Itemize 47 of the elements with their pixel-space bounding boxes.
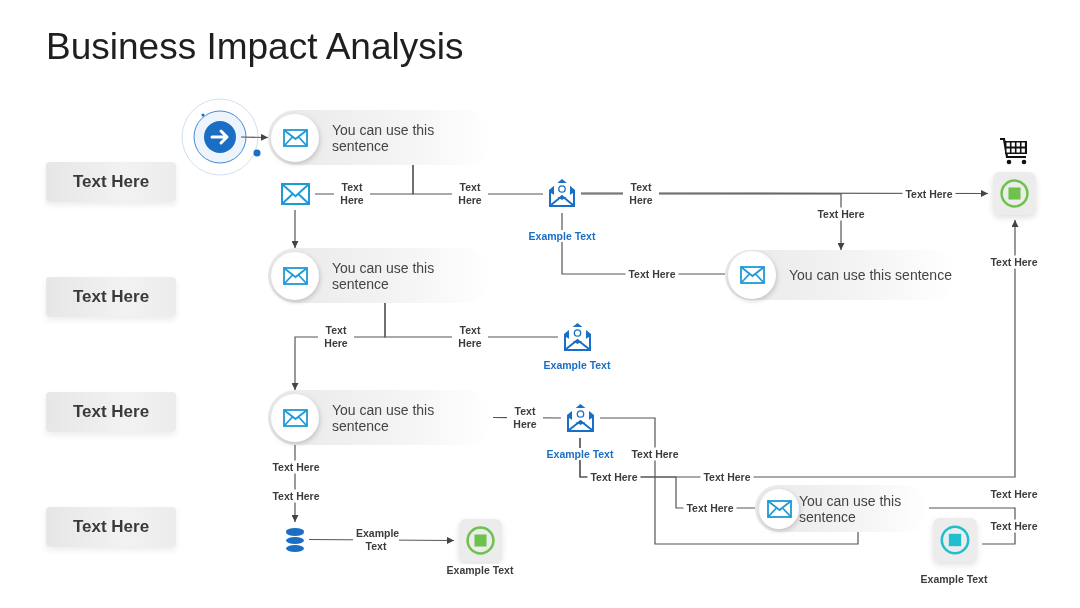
line-label: Text Here — [623, 181, 659, 207]
line-label: Text Here — [269, 460, 323, 474]
icon-caption: Example Text — [544, 448, 616, 460]
edge-label: Example Text — [353, 527, 399, 553]
row-label-band: Text Here — [46, 277, 176, 317]
sentence-text: You can use this sentence — [789, 267, 952, 283]
open-envelope-icon — [548, 178, 576, 208]
stop-button-icon — [459, 519, 502, 562]
edge-label: Text Here — [628, 447, 682, 461]
stop-button-icon — [933, 518, 977, 562]
row-label-band: Text Here — [46, 392, 176, 432]
icon-caption: Example Text — [444, 564, 516, 576]
row-label-band: Text Here — [46, 507, 176, 547]
edge-label: Text Here — [683, 501, 737, 515]
edge-label: Text Here — [700, 470, 754, 484]
edge-label: Text Here — [334, 181, 370, 207]
connector-line — [599, 417, 859, 545]
line-label: Text Here — [987, 255, 1041, 269]
edge-label: Text Here — [625, 267, 679, 281]
open-envelope-icon — [563, 322, 592, 352]
database-icon — [286, 527, 304, 552]
sentence-text: You can use this sentence — [332, 121, 436, 154]
edge-label: Text Here — [452, 181, 488, 207]
edge-label: Text Here — [269, 489, 323, 503]
connector-line — [928, 507, 1016, 545]
edge-label: Text Here — [452, 324, 488, 350]
line-label: Text Here — [987, 487, 1041, 501]
envelope-icon — [281, 183, 310, 205]
arrow-button-icon — [204, 121, 236, 153]
connector-line — [240, 133, 269, 141]
row-label-band: Text Here — [46, 162, 176, 202]
page-title: Business Impact Analysis — [46, 26, 464, 68]
icon-caption: Example Text — [541, 359, 613, 371]
edge-label: Text Here — [902, 187, 956, 201]
sentence-text: You can use this sentence — [799, 492, 903, 525]
sentence-text: You can use this sentence — [332, 401, 436, 434]
icon-caption: Example Text — [918, 573, 990, 585]
edge-label: Text Here — [814, 207, 868, 221]
icon-caption: Example Text — [526, 230, 598, 242]
connector-line — [291, 209, 299, 249]
edge-label: Text Here — [987, 519, 1041, 533]
edge-label: Text Here — [318, 324, 354, 350]
stop-button-icon — [993, 172, 1036, 215]
line-label: Text Here — [587, 470, 641, 484]
edge-label: Text Here — [507, 405, 543, 431]
open-envelope-icon — [566, 403, 595, 433]
sentence-text: You can use this sentence — [332, 259, 436, 292]
